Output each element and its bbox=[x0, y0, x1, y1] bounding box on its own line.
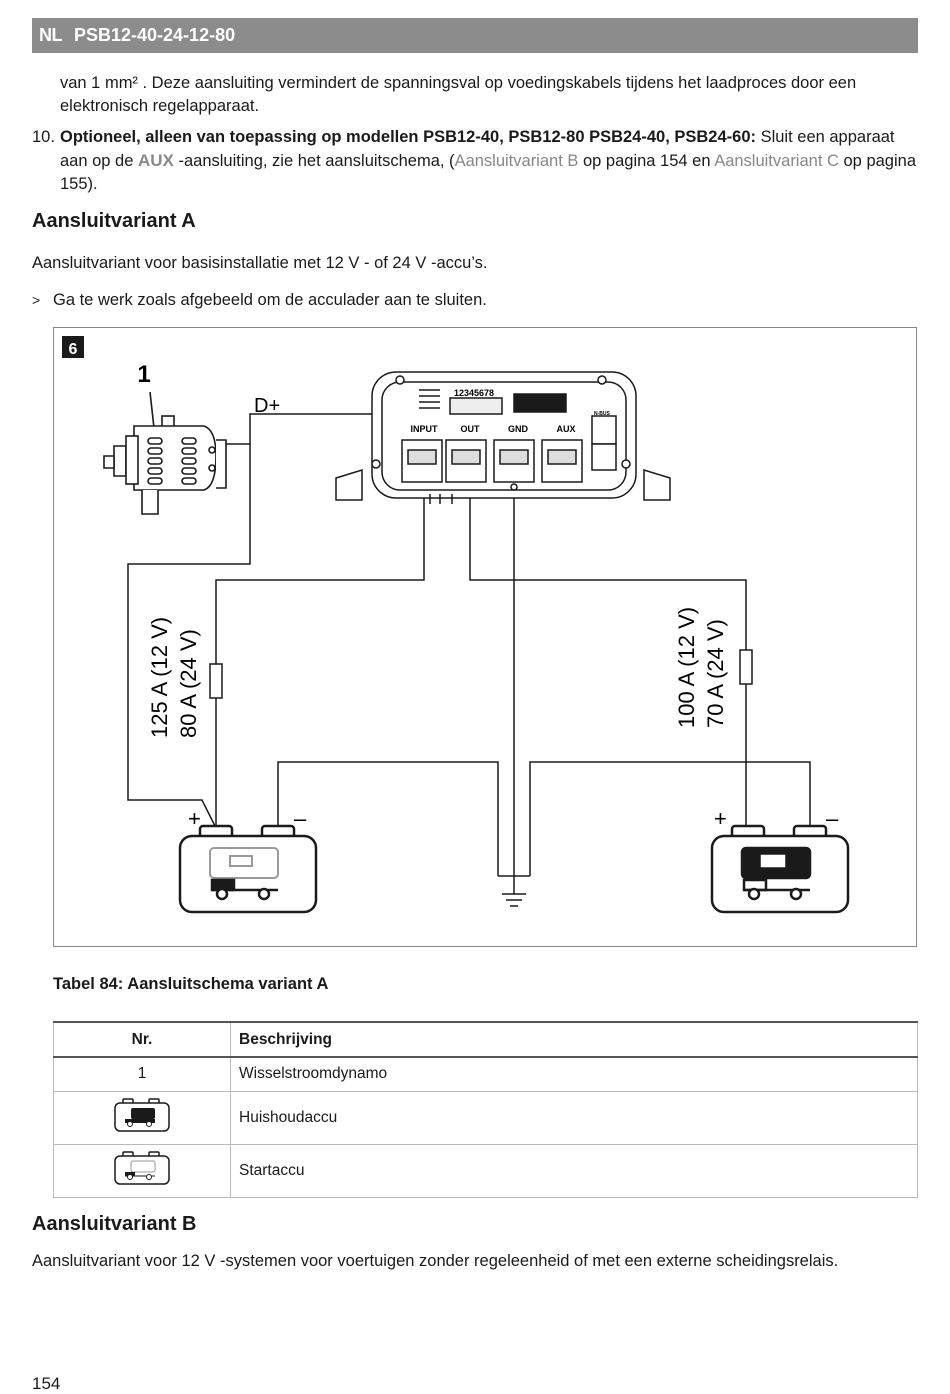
step-text: op pagina 155). bbox=[60, 152, 916, 193]
link-variant-c[interactable]: Aansluitvariant C bbox=[714, 152, 839, 170]
section-b-description: Aansluitvariant voor 12 V -systemen voor… bbox=[32, 1252, 839, 1270]
page-number: 154 bbox=[32, 1374, 61, 1393]
figure-number-badge: 6 bbox=[62, 336, 84, 358]
row-number: 1 bbox=[53, 1056, 231, 1092]
row-icon-cell bbox=[53, 1143, 231, 1198]
terminal-aux-label: AUX bbox=[556, 424, 575, 434]
charger-unit bbox=[335, 371, 671, 504]
fuse-left-rating-12v: 125 A (12 V) bbox=[147, 617, 172, 738]
language-code: NL bbox=[39, 25, 63, 45]
terminal-out-label: OUT bbox=[461, 424, 481, 434]
table-row: Startaccu bbox=[53, 1143, 918, 1198]
house-battery-icon bbox=[710, 824, 850, 914]
step-text: -aansluiting, zie het aansluitschema, ( bbox=[173, 152, 455, 170]
table-caption: Tabel 84: Aansluitschema variant A bbox=[53, 975, 329, 993]
wires bbox=[127, 413, 811, 888]
fuse-right-rating-12v: 100 A (12 V) bbox=[674, 607, 699, 728]
starter-battery-icon bbox=[178, 824, 318, 914]
starter-battery-icon bbox=[114, 1151, 170, 1185]
alternator-icon bbox=[103, 391, 227, 515]
house-battery-icon bbox=[114, 1098, 170, 1132]
row-description: Wisselstroomdynamo bbox=[230, 1056, 918, 1092]
wiring-diagram: 6 1 D+ 125 A (12 bbox=[53, 327, 917, 947]
table-row: 1 Wisselstroomdynamo bbox=[53, 1056, 918, 1092]
house-plus-label: + bbox=[714, 806, 727, 831]
figure-number: 6 bbox=[69, 341, 78, 358]
row-description: Startaccu bbox=[230, 1143, 918, 1198]
section-a-title: Aansluitvariant A bbox=[32, 210, 196, 232]
step-10-bold: Optioneel, alleen van toepassing op mode… bbox=[60, 128, 756, 146]
aux-label: AUX bbox=[138, 151, 174, 170]
step-number: 10. bbox=[32, 128, 55, 146]
section-b-title: Aansluitvariant B bbox=[32, 1213, 197, 1235]
page-header: NL PSB12-40-24-12-80 bbox=[32, 18, 918, 53]
starter-minus-label: – bbox=[294, 806, 307, 831]
connection-table: Nr. Beschrijving 1 Wisselstroomdynamo Hu… bbox=[53, 1021, 918, 1198]
column-header-nr: Nr. bbox=[53, 1021, 231, 1058]
dplus-label: D+ bbox=[254, 395, 280, 417]
starter-plus-label: + bbox=[188, 806, 201, 831]
item-1-label: 1 bbox=[137, 361, 150, 388]
column-header-description: Beschrijving bbox=[230, 1021, 918, 1058]
row-icon-cell bbox=[53, 1090, 231, 1145]
step-10-text: Optioneel, alleen van toepassing op mode… bbox=[60, 126, 920, 196]
row-description: Huishoudaccu bbox=[230, 1090, 918, 1145]
dip-switch-label: 12345678 bbox=[454, 388, 494, 398]
step-text: op pagina 154 en bbox=[578, 152, 715, 170]
terminal-gnd-label: GND bbox=[508, 424, 529, 434]
terminal-input-label: INPUT bbox=[411, 424, 439, 434]
table-header-row: Nr. Beschrijving bbox=[53, 1021, 918, 1058]
section-a-description: Aansluitvariant voor basisinstallatie me… bbox=[32, 254, 488, 272]
model-name: PSB12-40-24-12-80 bbox=[74, 25, 236, 45]
table-row: Huishoudaccu bbox=[53, 1090, 918, 1145]
house-minus-label: – bbox=[826, 806, 839, 831]
fuse-right-rating-24v: 70 A (24 V) bbox=[703, 619, 728, 728]
nbus-label: N-BUS bbox=[594, 411, 610, 417]
step-text: Sluit een apparaat aan op de bbox=[60, 128, 895, 170]
bullet-marker: > bbox=[32, 292, 41, 308]
fuse-left bbox=[209, 663, 223, 699]
bullet-instruction: Ga te werk zoals afgebeeld om de acculad… bbox=[53, 291, 487, 309]
ground-symbol bbox=[498, 875, 530, 907]
fuse-left-rating-24v: 80 A (24 V) bbox=[176, 629, 201, 738]
link-variant-b[interactable]: Aansluitvariant B bbox=[454, 152, 579, 170]
intro-paragraph: van 1 mm² . Deze aansluiting vermindert … bbox=[60, 74, 857, 115]
fuse-right bbox=[739, 649, 753, 685]
